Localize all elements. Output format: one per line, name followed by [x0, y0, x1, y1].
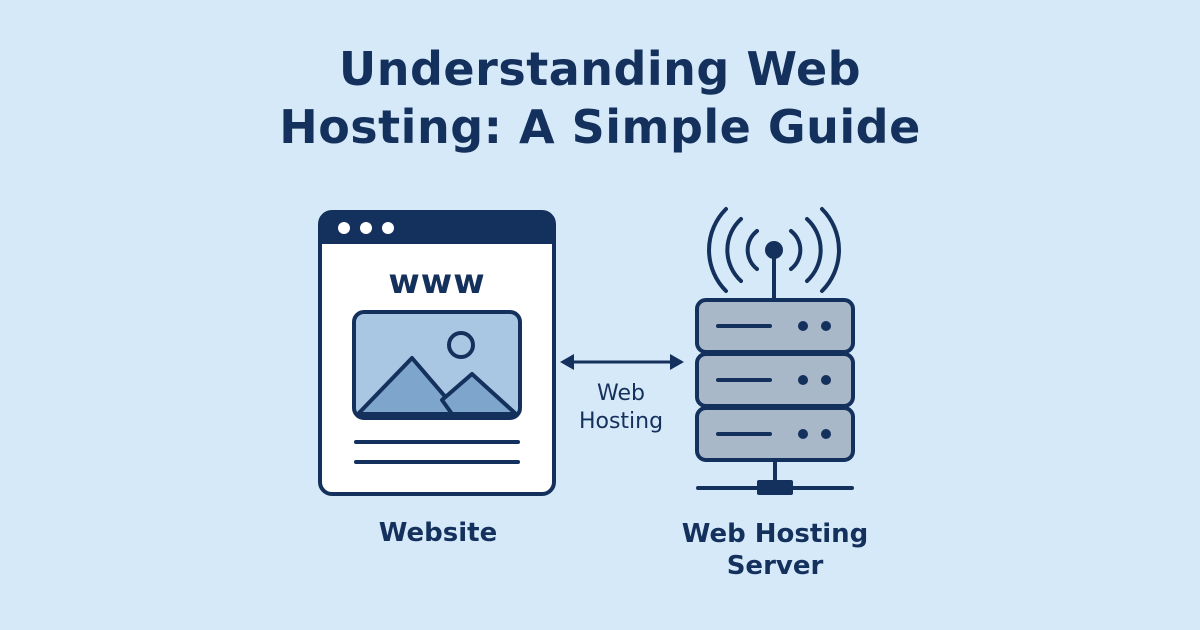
website-label: Website [378, 518, 498, 548]
connection-label-line-1: Web [597, 381, 645, 406]
server-label-line-1: Web Hosting [681, 519, 869, 549]
page-title-line-2: Hosting: A Simple Guide [279, 100, 921, 154]
page-title: Understanding Web Hosting: A Simple Guid… [0, 40, 1200, 156]
window-dot-icon [360, 222, 372, 234]
window-dot-icon [338, 222, 350, 234]
server-label: Web Hosting Server [640, 518, 910, 582]
network-base-icon [696, 460, 854, 495]
antenna-signal-icon [707, 207, 841, 302]
website-address-text: www [388, 262, 486, 302]
server-unit-3 [695, 406, 855, 462]
connection-label: Web Hosting [548, 380, 694, 436]
server-unit-1 [695, 298, 855, 354]
server-label-line-2: Server [726, 551, 824, 581]
server-unit-2 [695, 352, 855, 408]
server-rack-icon [695, 298, 855, 462]
browser-title-bar [320, 212, 554, 244]
image-placeholder-icon [352, 310, 522, 420]
connection-label-line-2: Hosting [578, 409, 664, 434]
page-title-line-1: Understanding Web [338, 42, 862, 96]
window-dot-icon [382, 222, 394, 234]
double-arrow-icon [560, 354, 684, 370]
text-lines-icon [354, 440, 520, 464]
sun-icon [447, 331, 475, 359]
